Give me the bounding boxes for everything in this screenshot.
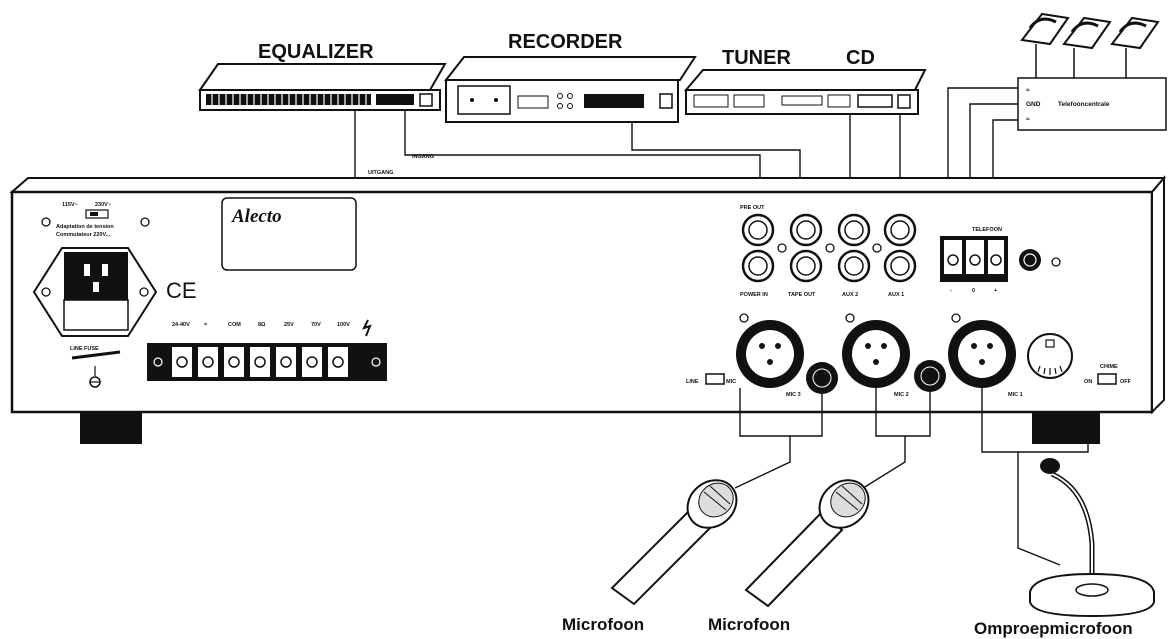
telephones [1020, 12, 1160, 78]
brand-logo: Alecto [231, 206, 282, 227]
speaker-terminals: 24-40V = COM 8Ω 25V 70V 100V [147, 319, 387, 381]
rca-inputs: PRE OUT POWER IN TAPE OUT AUX 2 AUX 1 [740, 205, 917, 298]
terminal-label-25v: 25V [284, 322, 294, 328]
terminal-label-dc: 24-40V [172, 322, 190, 328]
ce-mark: CE [166, 278, 197, 303]
tel-plus-label: + [994, 288, 997, 294]
terminal-label-70v: 70V [311, 322, 321, 328]
telephone-input-label: TELEFOON [972, 227, 1002, 233]
mic3-input: MIC 3 [736, 313, 838, 398]
voltage-right-label: 230V~ [95, 202, 111, 208]
screw-icon [777, 243, 787, 253]
rca-jack [789, 213, 823, 247]
logo-panel: Alecto [221, 197, 357, 271]
tel-minus-label: - [950, 288, 952, 294]
equalizer-label: EQUALIZER [258, 41, 374, 63]
terminal-label-8ohm: 8Ω [258, 322, 266, 328]
chime-label: CHIME [1100, 364, 1118, 370]
rca-jack [789, 249, 823, 283]
telephone-exchange: ≈ GND ≈ Telefooncentrale [1017, 77, 1167, 131]
cd-label: CD [846, 47, 875, 69]
mic1-label: MIC 1 [1008, 392, 1023, 398]
line-option-label: LINE [686, 379, 699, 385]
rca-jack [741, 213, 775, 247]
screw-icon [825, 243, 835, 253]
screw-icon [140, 217, 150, 227]
mic2-label: MIC 2 [894, 392, 909, 398]
aux2-label: AUX 2 [842, 292, 858, 298]
rca-jack [883, 249, 917, 283]
terminal-label-com: COM [228, 322, 241, 328]
cable-label-output: UITGANG [368, 170, 393, 176]
exchange-terminal-top: ≈ [1026, 87, 1030, 94]
recorder-label: RECORDER [508, 31, 623, 53]
voltage-note-2: Commutateur 220V... [56, 232, 111, 238]
equalizer-device: EQUALIZER [198, 41, 447, 111]
rca-jack [837, 213, 871, 247]
voltage-selector: 115V~ 230V~ Adaptation de tension Commut… [41, 202, 150, 238]
power-inlet: LINE FUSE [32, 247, 158, 388]
mic2-input: MIC 2 [842, 313, 946, 398]
recorder-device: RECORDER [443, 31, 697, 123]
screw-icon [951, 313, 961, 323]
voltage-note-1: Adaptation de tension [56, 224, 114, 230]
caption-microphone-a: Microfoon [562, 615, 644, 634]
mic-option-label: MIC [726, 379, 736, 385]
exchange-terminal-bottom: ≈ [1026, 116, 1030, 123]
microphone-icon [610, 479, 738, 606]
aux1-label: AUX 1 [888, 292, 904, 298]
telephone-icon [1020, 12, 1070, 46]
telephone-input: TELEFOON - 0 + [940, 227, 1061, 294]
terminal-label-dc-symbol: = [204, 322, 207, 328]
telephone-icon [1062, 16, 1112, 50]
paging-microphone-icon [1029, 458, 1155, 618]
chime-switch[interactable]: CHIME ON OFF [1084, 364, 1132, 385]
screw-icon [739, 313, 749, 323]
screw-icon [845, 313, 855, 323]
tuner-label: TUNER [722, 47, 791, 69]
tape-out-label: TAPE OUT [788, 292, 816, 298]
exchange-label: Telefooncentrale [1058, 101, 1110, 108]
mic-inputs: MIC 3 LINE MIC MIC 2 MIC 1 [686, 313, 1132, 398]
tel-zero-label: 0 [972, 288, 975, 294]
terminal-label-100v: 100V [337, 322, 350, 328]
line-mic-switch[interactable]: LINE MIC [686, 373, 736, 385]
chime-off-label: OFF [1120, 379, 1132, 385]
rca-jack [883, 213, 917, 247]
exchange-terminal-gnd: GND [1026, 101, 1041, 108]
tuner-cd-device: TUNER CD [683, 47, 927, 115]
pre-out-label: PRE OUT [740, 205, 765, 211]
power-in-label: POWER IN [740, 292, 768, 298]
caption-paging-microphone: Omproepmicrofoon [974, 619, 1133, 638]
rca-jack [837, 249, 871, 283]
mic1-input: MIC 1 [948, 313, 1023, 398]
microphone-icon [744, 479, 870, 608]
mic3-label: MIC 3 [786, 392, 801, 398]
lower-cables [734, 388, 1089, 566]
caption-microphone-b: Microfoon [708, 615, 790, 634]
din-socket [1027, 333, 1073, 379]
screw-icon [139, 287, 149, 297]
screw-icon [41, 287, 51, 297]
telephone-icon [1110, 16, 1160, 50]
screw-icon [1051, 257, 1061, 267]
line-fuse-label: LINE FUSE [70, 346, 99, 352]
amplifier-body [9, 175, 1167, 444]
rca-jack [741, 249, 775, 283]
screw-icon [41, 217, 51, 227]
voltage-left-label: 115V~ [62, 202, 78, 208]
cable-label-input: INGANG [412, 154, 434, 160]
screw-icon [872, 243, 882, 253]
chime-on-label: ON [1084, 379, 1092, 385]
